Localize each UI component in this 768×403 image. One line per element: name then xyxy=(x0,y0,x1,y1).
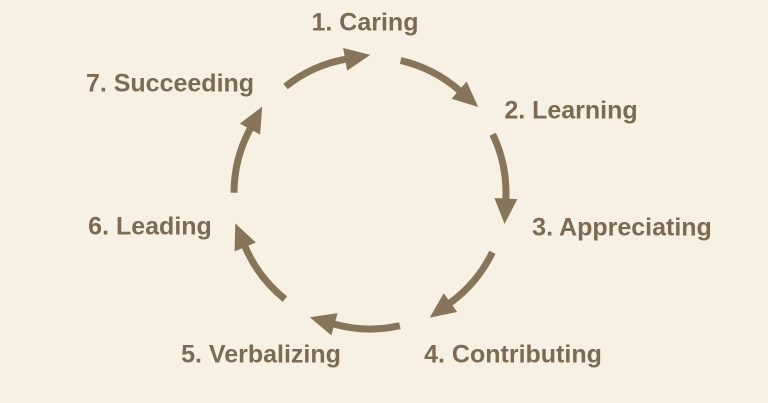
arc-step3-to-step4 xyxy=(429,250,496,318)
step-label-leading: 6. Leading xyxy=(88,212,212,241)
step-label-learning: 2. Learning xyxy=(504,96,638,125)
arc-step7-to-step1 xyxy=(283,47,371,90)
arc-step5-to-step6 xyxy=(234,223,288,302)
step-label-succeeding: 7. Succeeding xyxy=(85,69,255,98)
step-label-appreciating: 3. Appreciating xyxy=(532,213,712,242)
step-label-caring: 1. Caring xyxy=(311,8,419,37)
step-label-verbalizing: 5. Verbalizing xyxy=(181,340,341,369)
arc-step6-to-step7 xyxy=(230,106,263,193)
arc-step2-to-step3 xyxy=(489,132,518,225)
arc-step4-to-step5 xyxy=(309,313,401,336)
arc-step1-to-step2 xyxy=(399,57,479,108)
step-label-contributing: 4. Contributing xyxy=(424,340,602,369)
